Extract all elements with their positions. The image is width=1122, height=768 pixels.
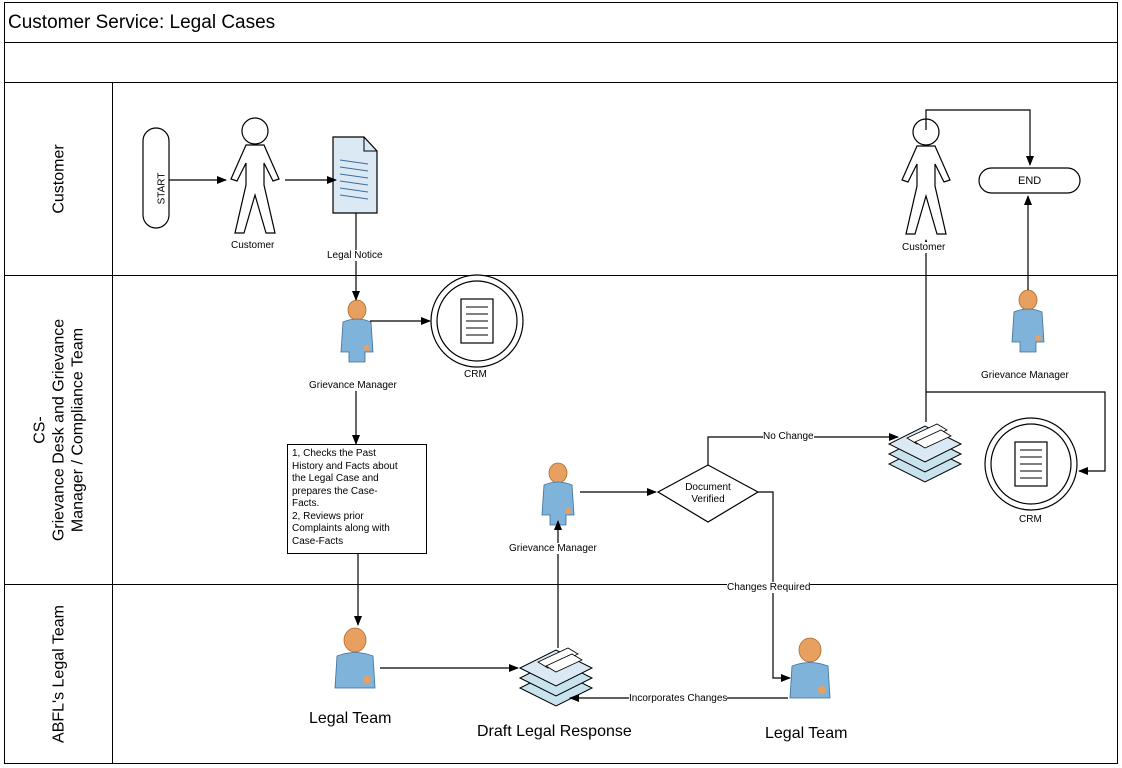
legal-team-left-label: Legal Team (309, 710, 392, 727)
draft-legal-response-icon (519, 647, 593, 707)
process-line: History and Facts about (292, 460, 398, 472)
page-title: Customer Service: Legal Cases (8, 12, 276, 33)
document-stack-verified-icon (888, 423, 962, 483)
process-box-case-facts: 1, Checks the Past History and Facts abo… (287, 444, 427, 554)
grievance-manager-right-icon (1011, 289, 1045, 353)
grievance-manager-right-label: Grievance Manager (981, 370, 1069, 381)
start-label: START (156, 172, 168, 205)
lane-header-customer: Customer (5, 83, 113, 275)
legal-notice-document-icon (332, 136, 378, 214)
crm-left-label: CRM (464, 369, 487, 380)
grievance-manager-top-label: Grievance Manager (309, 380, 397, 391)
customer-left-label: Customer (231, 240, 275, 251)
draft-legal-response-label: Draft Legal Response (477, 723, 632, 740)
process-line: the Legal Case and (292, 473, 379, 484)
crm-right-icon (984, 417, 1078, 511)
grievance-manager-top-icon (340, 299, 374, 363)
customer-left-icon (230, 117, 280, 234)
lane-header-grievance: CS- Grievance Desk and Grievance Manager… (5, 276, 113, 584)
lane-legal: ABFL's Legal Team (4, 584, 1118, 764)
end-terminator (978, 167, 1081, 194)
customer-right-label: Customer (902, 242, 946, 253)
legal-team-right-label: Legal Team (765, 725, 848, 742)
no-change-edge-label: No Change (763, 431, 814, 442)
changes-required-edge-label: Changes Required (727, 582, 811, 593)
decision-label-line2: Verified (691, 494, 725, 505)
grievance-manager-middle-label: Grievance Manager (509, 543, 597, 554)
incorporates-changes-edge-label: Incorporates Changes (629, 693, 728, 704)
lane-header-legal: ABFL's Legal Team (5, 585, 113, 763)
grievance-manager-middle-icon (541, 462, 575, 526)
process-line: 2, Reviews prior (292, 510, 364, 522)
customer-right-icon (901, 118, 951, 235)
legal-team-left-icon (334, 627, 376, 689)
start-terminator (142, 127, 170, 229)
process-line: Case-Facts (292, 535, 344, 547)
crm-left-icon (430, 274, 524, 368)
process-line: 1, Checks the Past (292, 448, 376, 459)
process-line: prepares the Case- (292, 485, 378, 497)
process-line: Facts. (292, 498, 320, 509)
process-line: Complaints along with (292, 523, 390, 534)
crm-right-label: CRM (1019, 514, 1042, 525)
decision-label: Document Verified (676, 482, 740, 506)
end-label: END (1018, 175, 1042, 187)
decision-label-line1: Document (685, 482, 731, 493)
legal-notice-label: Legal Notice (327, 250, 383, 261)
legal-team-right-icon (789, 637, 831, 699)
